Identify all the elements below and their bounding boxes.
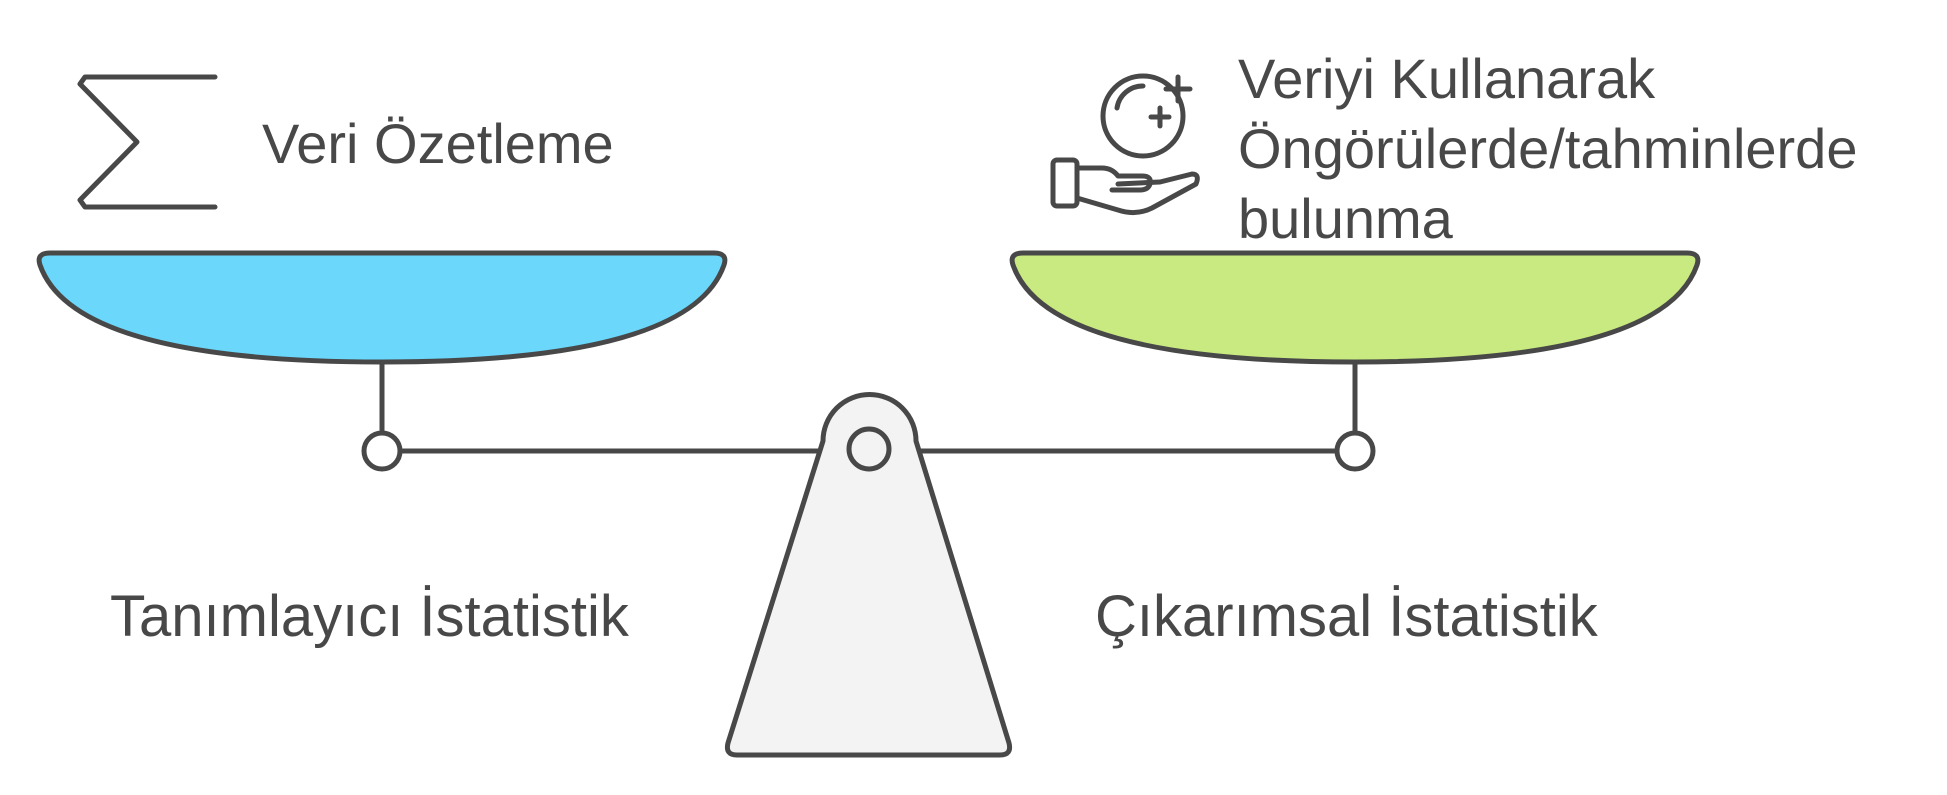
right-pan-label-line-1: Veriyi Kullanarak: [1238, 47, 1656, 110]
left-pan-label: Veri Özetleme: [262, 112, 614, 175]
left-side-label: Tanımlayıcı İstatistik: [110, 584, 629, 649]
hand-coin-plus-icon: [1050, 73, 1200, 216]
sigma-icon: [77, 74, 218, 210]
right-pan: [1009, 250, 1701, 365]
right-pivot: [1334, 430, 1376, 472]
left-pan: [36, 250, 728, 365]
right-pan-label-line-2: Öngörülerde/tahminlerde: [1238, 117, 1858, 180]
scale-base: [724, 392, 1013, 758]
right-pan-label-line-3: bulunma: [1238, 187, 1453, 250]
right-pan-label: Veriyi Kullanarak Öngörülerde/tahminlerd…: [1238, 44, 1857, 254]
left-pivot: [361, 430, 403, 472]
center-pivot: [846, 426, 892, 472]
right-side-label: Çıkarımsal İstatistik: [1095, 584, 1598, 649]
